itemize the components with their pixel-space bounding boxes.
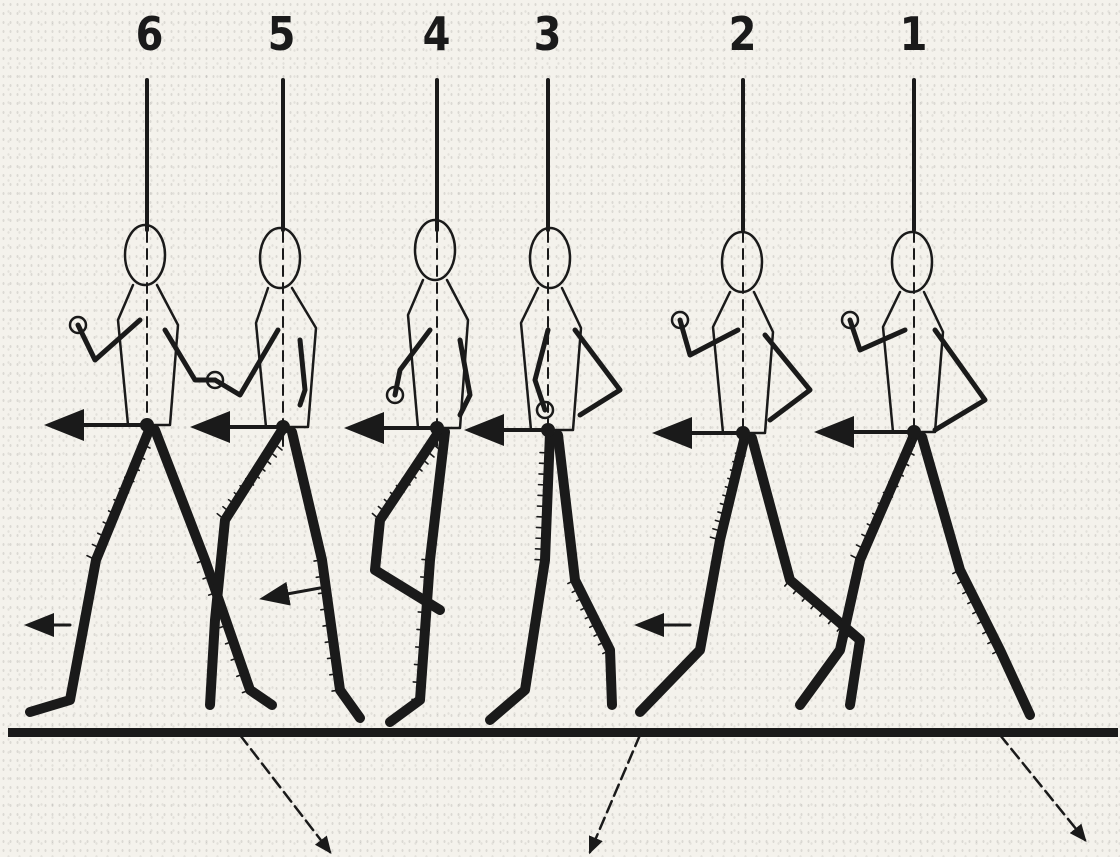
frame-label-3: 3 — [534, 9, 563, 62]
runner-leg-back — [558, 435, 612, 705]
muscle-hatching — [418, 612, 426, 613]
frame-label-1: 1 — [900, 9, 929, 62]
runner-leg-back-inner — [292, 432, 360, 718]
runner-leg-back — [390, 432, 445, 722]
frame-label-4: 4 — [423, 9, 452, 62]
runner-arm-front — [680, 320, 738, 355]
muscle-hatching — [420, 594, 428, 595]
muscle-hatching — [314, 560, 322, 561]
runner-leg-front-inner — [640, 436, 745, 712]
muscle-hatching — [319, 593, 327, 594]
muscle-hatching — [415, 664, 423, 665]
muscle-hatching — [413, 682, 421, 683]
frame-label-6: 6 — [136, 9, 165, 62]
leg-force-arrow — [265, 588, 320, 598]
muscle-hatching — [332, 690, 340, 691]
runner-head — [530, 228, 570, 288]
muscle-hatching — [316, 576, 324, 577]
runner-head — [125, 225, 165, 285]
runner-leg-back — [752, 438, 860, 705]
runner-leg-front — [640, 436, 745, 712]
runner-head — [892, 232, 932, 292]
runner-torso — [521, 288, 581, 430]
runner-arm-back — [165, 330, 215, 380]
muscle-hatching — [321, 609, 329, 610]
runner-head — [260, 228, 300, 288]
frame-label-2: 2 — [729, 9, 758, 62]
muscle-hatching — [417, 629, 425, 630]
ground-reaction-arrow — [590, 735, 640, 852]
runner-arm-back — [575, 330, 620, 415]
muscle-hatching — [421, 577, 429, 578]
muscle-hatching — [416, 647, 424, 648]
ground-line — [8, 728, 1118, 737]
muscle-hatching — [330, 674, 338, 675]
runner-leg-front-inner — [490, 433, 550, 720]
muscle-hatching — [325, 641, 333, 642]
frame-label-5: 5 — [268, 9, 297, 62]
muscle-hatching — [328, 658, 336, 659]
muscle-hatching — [412, 699, 420, 700]
runner-figure-4 — [352, 80, 470, 722]
ground-reaction-arrow — [1000, 735, 1085, 840]
muscle-hatching — [422, 559, 430, 560]
muscle-hatching — [323, 625, 331, 626]
runner-figure-2 — [640, 80, 860, 712]
runner-leg-back-inner — [752, 438, 860, 705]
runner-arm-front — [215, 330, 278, 395]
runner-arm-front — [78, 320, 140, 360]
ground-reaction-arrow — [240, 735, 330, 852]
runner-figure-1 — [800, 80, 1085, 840]
runner-arm-front — [850, 320, 905, 350]
runner-torso — [256, 288, 316, 427]
runner-arm-back — [300, 340, 305, 405]
runner-arm-front — [535, 330, 548, 410]
